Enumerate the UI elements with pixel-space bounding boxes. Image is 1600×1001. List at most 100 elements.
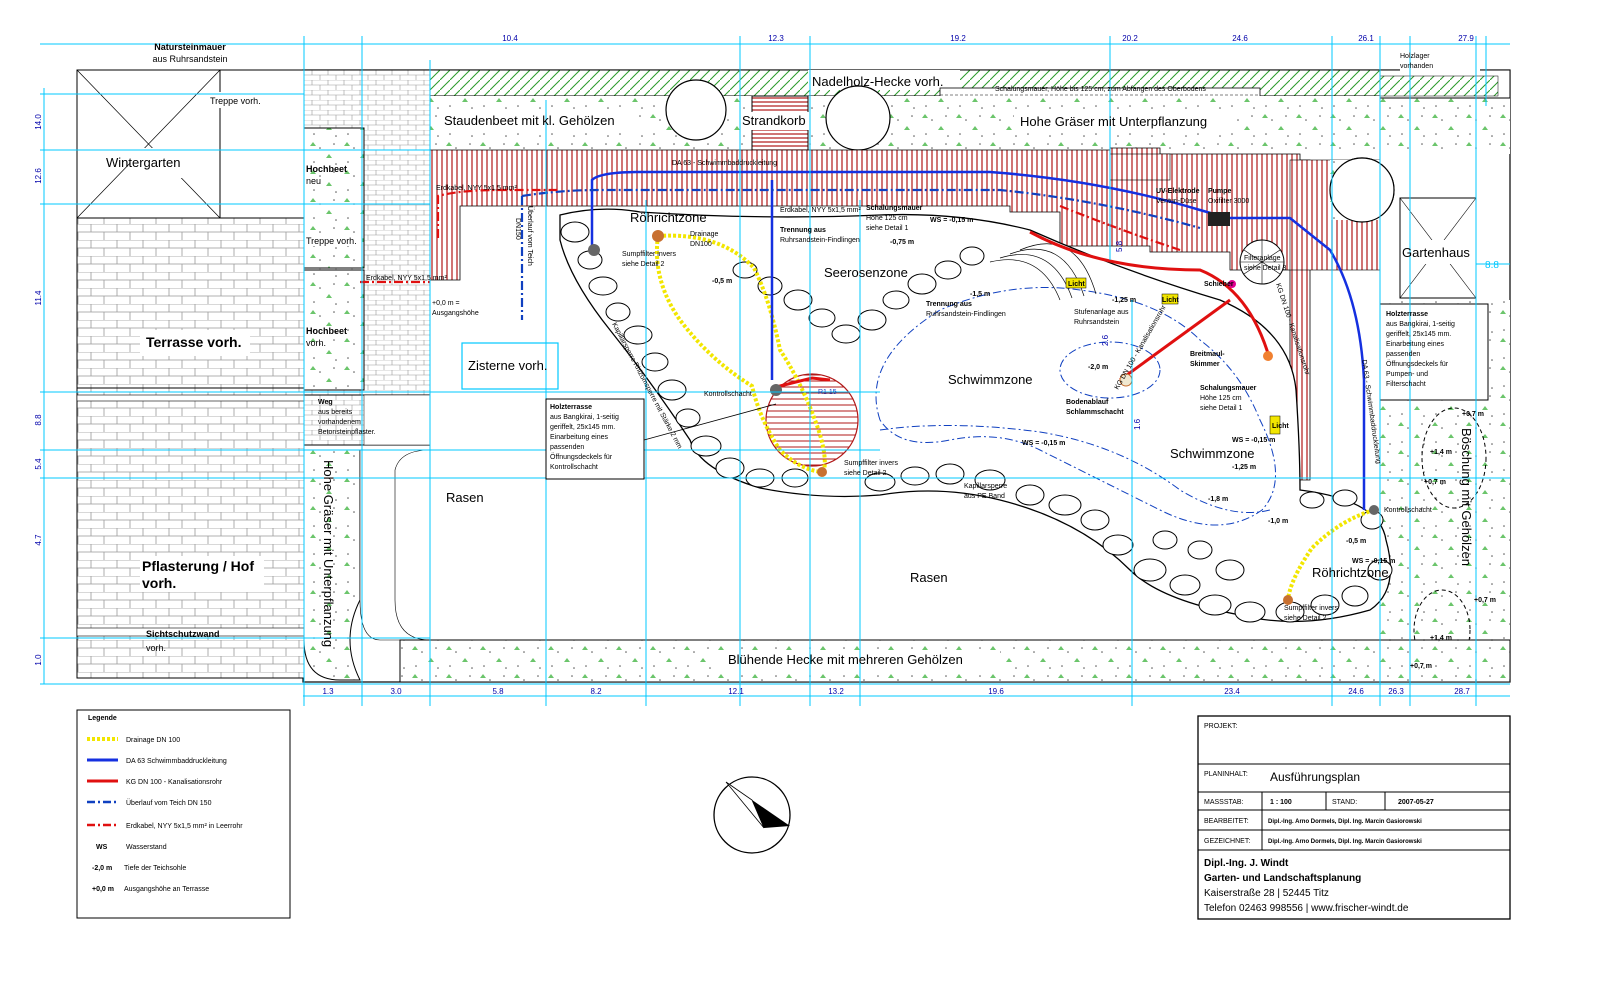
label-holzterrasse-mid-3: geriffelt, 25x145 mm. [550, 424, 615, 431]
label-schalungsmauer-1c: siehe Detail 1 [866, 225, 909, 232]
legend-title: Legende [88, 715, 117, 722]
dim-bottom: 8.2 [590, 687, 602, 696]
legend-swatches [87, 737, 118, 827]
markers [588, 212, 1379, 605]
label-depth: -0,75 m [890, 239, 914, 246]
tb-gezeichnet-value: Dipl.-Ing. Arno Dormels, Dipl. Ing. Marc… [1268, 839, 1422, 845]
label-depth: -1,25 m [1112, 297, 1136, 304]
label-holzterrasse-r-6: Öffnungsdeckels für [1386, 360, 1449, 368]
tb-firm-2: Garten- und Landschaftsplanung [1204, 873, 1361, 884]
legend-item: Erdkabel, NYY 5x1,5 mm² in Leerrohr [126, 823, 243, 830]
label-stufen-2: Ruhrsandstein [1074, 319, 1119, 326]
dim-bottom: 5.8 [492, 687, 504, 696]
label-sumpffilter-2: Sumpffilter invers [844, 460, 898, 467]
tb-bearbeitet-label: BEARBEITET: [1204, 818, 1249, 825]
label-depth: -1,0 m [1268, 518, 1288, 525]
legend-ws-desc: Wasserstand [126, 844, 167, 851]
label-weg-3: vorhandenem [318, 419, 361, 426]
label-breitmaul-2: Skimmer [1190, 361, 1220, 368]
dim-top: 27.9 [1458, 34, 1474, 43]
label-naturstein-sub: aus Ruhrsandstein [152, 54, 227, 64]
label-holzterrasse-r-4: Einarbeitung eines [1386, 341, 1444, 348]
label-ausgangshoehe-2: Ausgangshöhe [432, 310, 479, 317]
label-boeschung: Böschung mit Gehölzen [1459, 428, 1474, 566]
label-dn150: DN150 [514, 218, 521, 240]
legend-item: DA 63 Schwimmbaddruckleitung [126, 758, 227, 765]
label-holzterrasse-mid-6: Öffnungsdeckels für [550, 453, 613, 461]
dimension-grid [40, 36, 1510, 706]
label-bodenablauf-2: Schlammschacht [1066, 409, 1124, 416]
label-weg-4: Betonsteinpflaster. [318, 429, 376, 436]
label-depth: -2,0 m [1088, 364, 1108, 371]
label-terrasse: Terrasse vorh. [146, 334, 241, 350]
label-erdkabel-mid: Erdkabel, NYY 5x1,5 mm² [780, 207, 861, 214]
label-treppe-2: Treppe vorh. [306, 236, 357, 246]
label-schwimmzone-1: Schwimmzone [948, 372, 1033, 387]
label-stufen: Stufenanlage aus [1074, 309, 1129, 316]
dim-left: 12.6 [34, 168, 43, 184]
label-weg: Weg [318, 399, 333, 406]
tb-bearbeitet-value: Dipl.-Ing. Arno Dormels, Dipl. Ing. Marc… [1268, 819, 1422, 825]
dim-left: 1.0 [34, 654, 43, 666]
label-schalungsmauer-1b: Höhe 125 cm [866, 215, 908, 222]
dim-top: 24.6 [1232, 34, 1248, 43]
dim-bottom: 28.7 [1454, 687, 1470, 696]
label-schalungsmauer-1: Schalungsmauer [866, 205, 923, 212]
label-hochbeet-vorh-2: vorh. [306, 338, 326, 348]
dim-top: 19.2 [950, 34, 966, 43]
label-bodenablauf: Bodenablauf [1066, 399, 1109, 406]
kg-dn100-line [771, 376, 831, 390]
dim-left: 14.0 [34, 114, 43, 130]
label-holzterrasse-mid-5: passenden [550, 444, 584, 451]
label-pflasterung: Pflasterung / Hof [142, 558, 254, 574]
label-naturstein: Natursteinmauer [154, 42, 226, 52]
label-da63-right: DA 63 - Schwimmbaddruckleitung [1360, 359, 1382, 464]
terrasse-area [76, 217, 305, 389]
label-erdkabel-top: Erdkabel, NYY 5x1,5 mm² [436, 185, 517, 192]
label-kg-dn100-1: KG DN 100 - Kanalisationsrohr [1114, 304, 1168, 391]
dim-bottom: 3.0 [390, 687, 402, 696]
dim-left: 11.4 [34, 290, 43, 306]
label-hochbeet-vorh: Hochbeet [306, 326, 347, 336]
dim-top: 26.1 [1358, 34, 1374, 43]
label-hohe-graeser-top: Hohe Gräser mit Unterpflanzung [1020, 114, 1207, 129]
label-ueberlauf: Überlauf vom Teich [526, 206, 534, 266]
dim-left: 8.8 [34, 414, 43, 426]
dim-top: 20.2 [1122, 34, 1138, 43]
label-ws-1: WS = -0,15 m [930, 217, 973, 224]
dim-left: 5.4 [34, 458, 43, 470]
label-pumpe-2: Oxifilter 3000 [1208, 198, 1249, 205]
da63-line [590, 170, 1366, 510]
label-breitmaul: Breitmaul- [1190, 351, 1225, 358]
label-drainage-2: DN100 [690, 241, 712, 248]
label-m-58: 5.8 [1115, 240, 1124, 252]
label-pflasterung-2: vorh. [142, 575, 176, 591]
label-rasen-1: Rasen [446, 490, 484, 505]
label-kontrollschacht: Kontrollschacht [704, 391, 752, 398]
water-line [875, 287, 1276, 526]
tb-firm-4: Telefon 02463 998556 | www.frischer-wind… [1204, 903, 1409, 914]
tb-gezeichnet-label: GEZEICHNET: [1204, 838, 1250, 845]
label-strandkorb: Strandkorb [742, 113, 806, 128]
legend-item: KG DN 100 - Kanalisationsrohr [126, 779, 223, 786]
ueberlauf-line [520, 188, 1201, 320]
label-holzterrasse-mid-2: aus Bangkirai, 1-seitig [550, 414, 619, 421]
label-ws-3: WS = -0,15 m [1232, 437, 1275, 444]
tb-massstab-value: 1 : 100 [1270, 799, 1292, 806]
label-r115: R1.15 [818, 389, 837, 396]
label-kg-dn100-2: KG DN 100 - Kanalisationsrohr [1274, 282, 1311, 376]
legend-item: Überlauf vom Teich DN 150 [126, 799, 212, 807]
label-kapillar-2: aus PE Band [964, 493, 1005, 500]
drainage-line [657, 233, 827, 477]
tb-firm-1: Dipl.-Ing. J. Windt [1204, 858, 1289, 869]
label-holzterrasse-r-8: Filterschacht [1386, 381, 1426, 388]
label-schalungsmauer-2b: Höhe 125 cm [1200, 395, 1242, 402]
dim-bottom: 13.2 [828, 687, 844, 696]
label-sumpffilter-3b: siehe Detail 2 [1284, 615, 1327, 622]
label-erdkabel-left: Erdkabel, NYY 5x1,5 mm² [366, 275, 447, 282]
label-ws-4: WS = -0,15 m [1352, 558, 1395, 565]
legend-item: Drainage DN 100 [126, 737, 180, 744]
label-wintergarten: Wintergarten [106, 155, 180, 170]
label-schalungsmauer-2: Schalungsmauer [1200, 385, 1257, 392]
label-depth: -0,5 m [1346, 538, 1366, 545]
